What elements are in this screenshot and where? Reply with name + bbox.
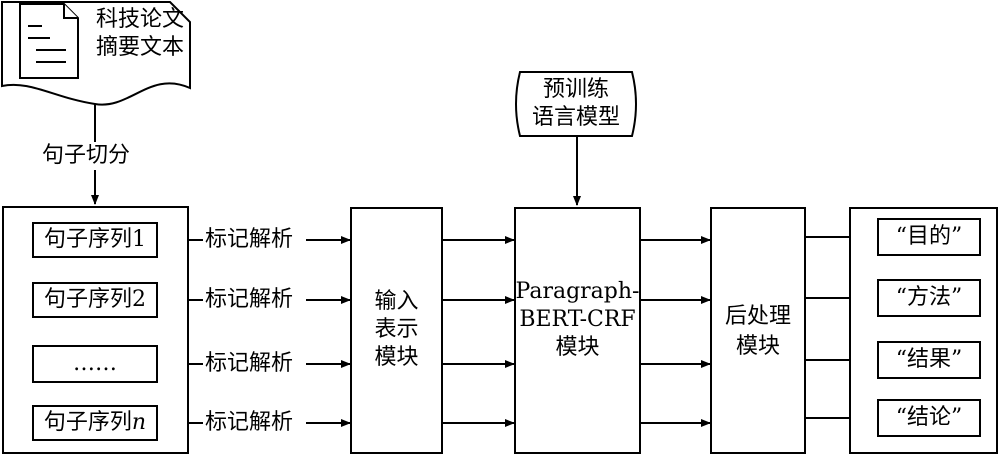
post-module-text: 后处理 模块	[710, 302, 806, 362]
parse-label-3: 标记解析	[205, 351, 294, 376]
output-conclusion: “结论”	[877, 399, 981, 437]
output-purpose: “目的”	[877, 218, 981, 256]
sentence-box-2: 句子序列2	[32, 282, 158, 318]
model-module-line3: 模块	[555, 335, 600, 360]
document-text-line2: 摘要文本	[95, 35, 184, 60]
pretrained-model-text: 预训练 语言模型	[520, 76, 632, 132]
parse-label-4: 标记解析	[205, 410, 294, 435]
post-module-line2: 模块	[735, 334, 780, 359]
post-module-line1: 后处理	[724, 304, 791, 329]
sentence-box-ellipsis: ……	[32, 345, 158, 383]
pretrained-model-shape	[515, 71, 637, 137]
sentence-box-n-text: 句子序列	[43, 410, 132, 435]
split-label: 句子切分	[40, 142, 133, 170]
sentence-box-1: 句子序列1	[32, 222, 158, 258]
pretrained-model-line1: 预训练	[542, 77, 609, 102]
document-text: 科技论文 摘要文本	[92, 6, 188, 62]
input-module-text: 输入 表示 模块	[350, 288, 443, 372]
document-text-line1: 科技论文	[95, 7, 184, 32]
model-module	[514, 207, 641, 454]
input-module	[350, 207, 443, 454]
input-module-line1: 输入	[374, 289, 419, 314]
parse-label-2: 标记解析	[205, 287, 294, 312]
model-module-line2: BERT-CRF	[519, 307, 636, 332]
post-module	[710, 207, 806, 454]
input-module-line3: 模块	[374, 345, 419, 370]
sentence-box-n-suffix: n	[131, 410, 147, 435]
document-icon	[1, 1, 191, 106]
pretrained-model-line2: 语言模型	[531, 105, 620, 130]
output-result: “结果”	[877, 341, 981, 379]
sentence-box-n: 句子序列n	[32, 405, 158, 441]
output-method: “方法”	[877, 279, 981, 317]
input-module-line2: 表示	[374, 317, 419, 342]
model-module-line1: Paragraph-	[515, 279, 640, 304]
model-module-text: Paragraph- BERT-CRF 模块	[514, 278, 641, 362]
parse-label-1: 标记解析	[205, 227, 294, 252]
